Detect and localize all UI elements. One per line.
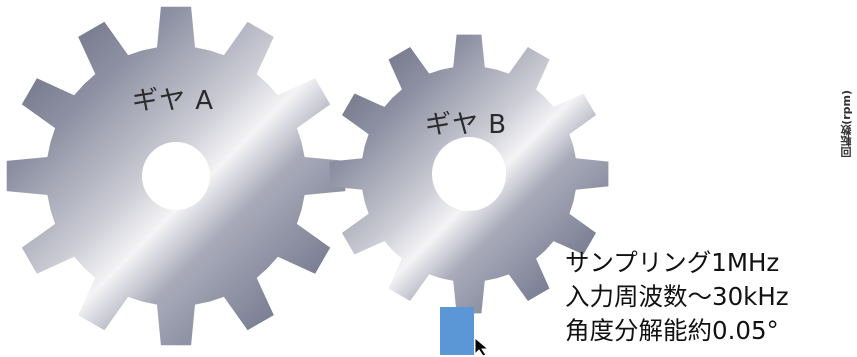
gear-a bbox=[6, 6, 346, 346]
spec-text: サンプリング1MHz 入力周波数～30kHz 角度分解能約0.05° bbox=[565, 246, 789, 348]
spec-sampling: サンプリング1MHz bbox=[565, 248, 780, 277]
spec-input-frequency: 入力周波数～30kHz bbox=[565, 282, 789, 311]
gear-b-label: ギヤ B bbox=[425, 110, 508, 140]
gear-a-label: ギヤ A bbox=[132, 86, 215, 116]
rotation-speed-axis-label: 回転数(rpm) bbox=[840, 90, 853, 158]
gear-b bbox=[329, 34, 609, 314]
sensor-block bbox=[440, 307, 474, 355]
spec-angle-resolution: 角度分解能約0.05° bbox=[565, 316, 779, 345]
mouse-cursor-icon bbox=[474, 337, 490, 357]
